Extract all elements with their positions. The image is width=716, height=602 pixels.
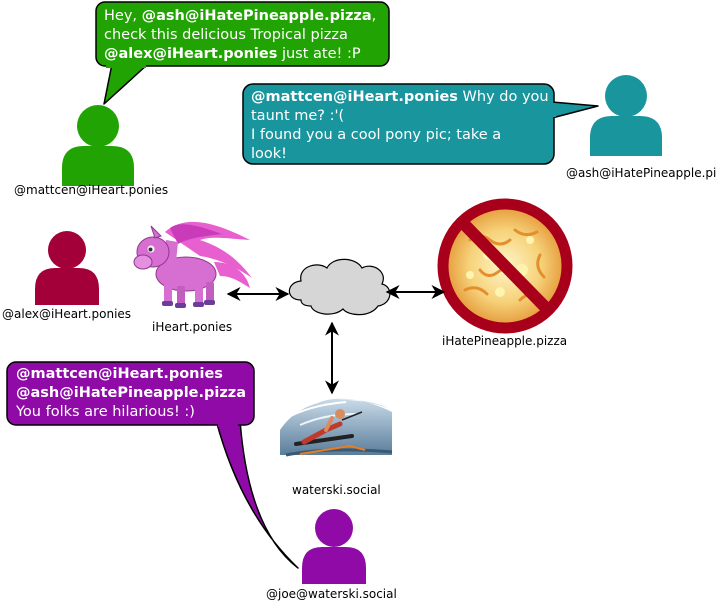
mattcen-speech-bubble: [95, 1, 390, 105]
mention: @mattcen@iHeart.ponies: [16, 366, 223, 382]
message-text: You folks are hilarious! :): [16, 404, 195, 420]
message-text: Why do you: [457, 89, 549, 105]
waterskier-icon: [280, 398, 393, 457]
message-text: ,: [371, 8, 377, 24]
mention: @ash@iHatePineapple.pizza: [16, 385, 247, 401]
mattcen-handle: @mattcen@iHeart.ponies: [14, 183, 169, 197]
ponies-server-label: iHeart.ponies: [152, 320, 233, 334]
waterski-server-label: waterski.social: [292, 483, 381, 497]
message-line: @alex@iHeart.ponies just ate! :P: [104, 45, 376, 64]
message-line: check this delicious Tropical pizza: [104, 26, 376, 45]
pizza-server-label: iHatePineapple.pizza: [442, 334, 568, 348]
mattcen-avatar-icon: [62, 105, 134, 186]
message-line: look!: [251, 145, 549, 164]
no-pineapple-pizza-icon: [437, 198, 573, 334]
mattcen-message: Hey, @ash@iHatePineapple.pizza,check thi…: [104, 7, 376, 64]
message-line: You folks are hilarious! :): [16, 403, 246, 422]
message-text: I found you a cool pony pic; take a: [251, 127, 502, 143]
message-line: Hey, @ash@iHatePineapple.pizza,: [104, 7, 376, 26]
message-line: I found you a cool pony pic; take a: [251, 126, 549, 145]
cloud-icon: [288, 258, 391, 316]
ash-avatar-icon: [590, 75, 662, 156]
message-text: Hey,: [104, 8, 142, 24]
mention: @alex@iHeart.ponies: [104, 46, 278, 62]
message-line: taunt me? :'(: [251, 107, 549, 126]
message-text: check this delicious Tropical pizza: [104, 27, 348, 43]
message-text: just ate! :P: [277, 46, 361, 62]
alex-avatar-icon: [35, 231, 99, 305]
pony-icon: [133, 221, 252, 308]
alex-handle: @alex@iHeart.ponies: [2, 307, 132, 321]
message-text: taunt me? :'(: [251, 108, 345, 124]
message-text: look!: [251, 146, 287, 162]
message-line: @mattcen@iHeart.ponies Why do you: [251, 88, 549, 107]
mention: @mattcen@iHeart.ponies: [251, 89, 458, 105]
joe-speech-bubble: [6, 361, 299, 569]
joe-avatar-icon: [302, 509, 366, 584]
message-line: @mattcen@iHeart.ponies: [16, 365, 246, 384]
ash-handle: @ash@iHatePineapple.pizza: [566, 166, 716, 180]
message-line: @ash@iHatePineapple.pizza: [16, 384, 246, 403]
joe-handle: @joe@waterski.social: [266, 587, 397, 601]
ash-speech-bubble: [242, 83, 599, 165]
mention: @ash@iHatePineapple.pizza: [141, 8, 372, 24]
joe-message: @mattcen@iHeart.ponies @ash@iHatePineappl…: [16, 365, 246, 422]
